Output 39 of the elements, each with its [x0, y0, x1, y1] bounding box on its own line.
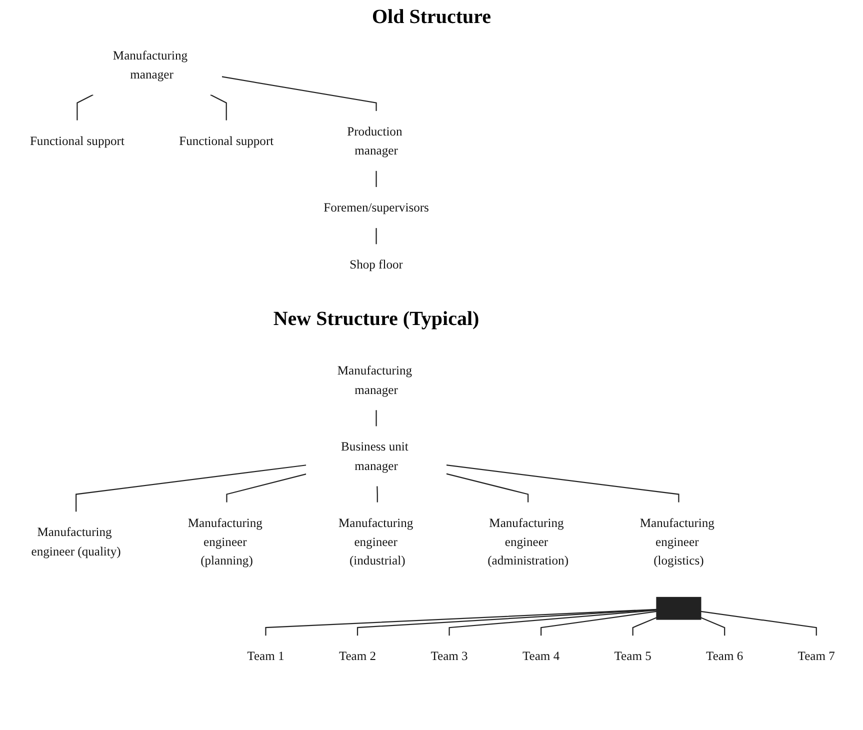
- node-text: Manufacturing manager: [337, 364, 412, 396]
- connector: [446, 473, 529, 502]
- connector: [376, 228, 377, 244]
- connector: [222, 76, 377, 111]
- node-text: Manufacturing engineer (administration): [488, 516, 568, 568]
- node-text: Production manager: [347, 124, 402, 158]
- node-text: Functional support: [179, 134, 274, 148]
- connector: [226, 474, 306, 502]
- node-text: Shop floor: [350, 258, 403, 272]
- connector: [376, 486, 378, 502]
- node-text: Manufacturing engineer (planning): [188, 516, 262, 568]
- node-text: Team 7: [798, 648, 835, 664]
- node-text: Team 3: [430, 648, 468, 664]
- connector: [265, 608, 657, 636]
- node-text: Manufacturing engineer (quality): [31, 525, 121, 558]
- node-bar: [656, 596, 702, 620]
- connector: [76, 464, 306, 512]
- node-text: Team 4: [522, 648, 560, 664]
- connector: [356, 609, 657, 636]
- connector: [700, 617, 726, 636]
- node-text: Functional support: [30, 134, 124, 148]
- node-text: Team 2: [338, 648, 376, 664]
- node-text: Business unit manager: [341, 440, 408, 472]
- connector: [700, 610, 817, 636]
- connector: [448, 610, 657, 636]
- node-text: Manufacturing engineer (logistics): [640, 516, 714, 568]
- section-heading: Old Structure: [372, 6, 492, 29]
- node-text: Team 6: [706, 648, 744, 664]
- node-text: Team 1: [247, 648, 284, 664]
- connector: [632, 617, 657, 636]
- section-heading: New Structure (Typical): [273, 308, 480, 332]
- connector: [376, 170, 377, 188]
- node-text: Manufacturing engineer (industrial): [338, 516, 414, 568]
- connector: [446, 464, 680, 502]
- connector: [540, 610, 657, 636]
- node-text: Foremen/supervisors: [324, 200, 429, 214]
- node-text: Manufacturing manager: [112, 48, 188, 82]
- connector: [376, 410, 377, 426]
- node-text: Team 5: [614, 648, 652, 664]
